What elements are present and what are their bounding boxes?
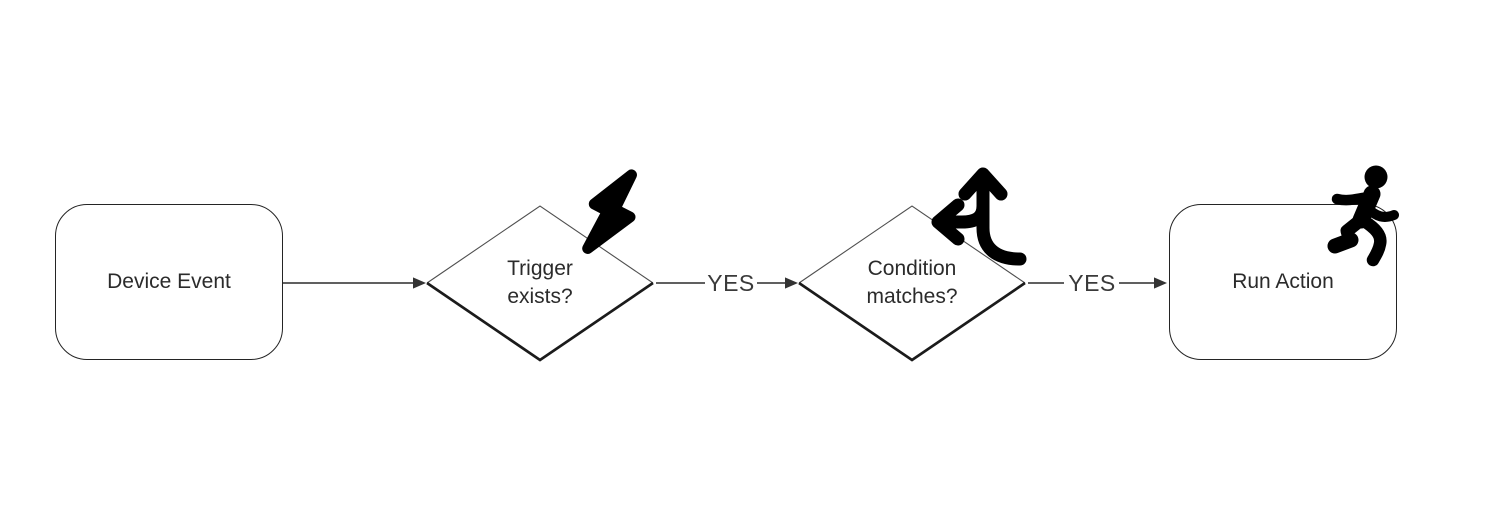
split-arrows-stem (976, 169, 1027, 266)
diamond-shape-condition (798, 205, 1026, 362)
person-head (1364, 165, 1388, 189)
split-arrows-up-head (958, 167, 1008, 201)
person-rear-leg (1357, 214, 1387, 267)
split-arrows-icon (931, 167, 1027, 266)
node-label-condition-matches: Condition matches? (866, 257, 958, 308)
person-front-arm (1331, 191, 1376, 206)
node-label-run-action: Run Action (1232, 270, 1334, 293)
person-rear-arm (1362, 203, 1399, 222)
split-arrows-left-head (931, 198, 965, 246)
lightning-bolt-icon (582, 169, 637, 254)
person-front-boot (1327, 232, 1359, 254)
node-run-action: Run Action (1169, 204, 1397, 360)
node-device-event: Device Event (55, 204, 283, 360)
diamond-bottom-edges (426, 281, 654, 362)
diamond-top-edges (426, 205, 654, 284)
arrowhead-into-trigger (413, 277, 426, 289)
diamond-top-edges (798, 205, 1026, 284)
arrowhead-into-run-action (1154, 277, 1167, 289)
arrowhead-into-condition (785, 277, 798, 289)
edge-label-yes-2: YES (1068, 270, 1116, 296)
person-running-icon (1327, 165, 1399, 267)
edge-label-yes-1: YES (707, 270, 755, 296)
node-label-trigger-exists: Trigger exists? (507, 257, 573, 308)
split-arrows-left-branch (935, 199, 990, 229)
diamond-bottom-edges (798, 281, 1026, 362)
node-condition-matches: Condition matches? (797, 204, 1027, 362)
node-label-device-event: Device Event (107, 270, 231, 293)
